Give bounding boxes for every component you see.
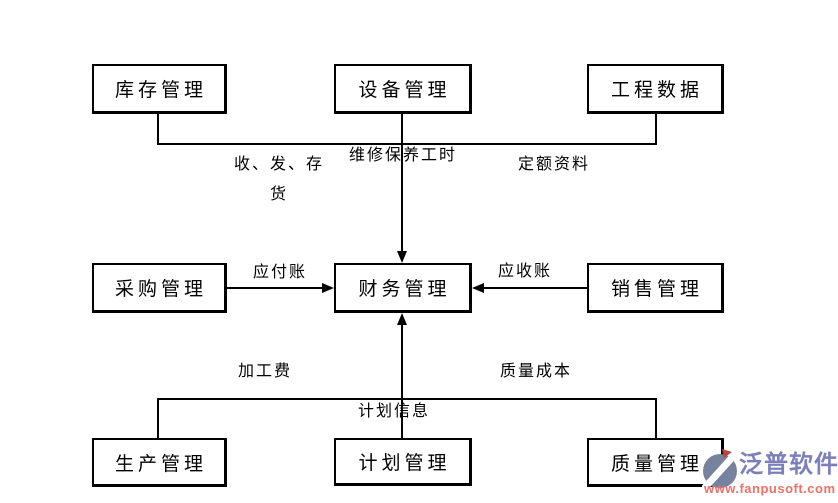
vendor-watermark: 泛普软件 www.fanpusoft.com [700, 447, 838, 501]
node-inventory-management: 库存管理 [92, 64, 227, 114]
arrowhead-into-finance-top [397, 251, 407, 263]
arrowhead-into-finance-right [472, 283, 484, 293]
edge-label-inventory-flow: 收、发、存货 [233, 156, 324, 203]
node-planning-management: 计划管理 [334, 438, 472, 486]
edge-label-maintenance-hours: 维修保养工时 [349, 147, 458, 164]
node-procurement-management: 采购管理 [92, 263, 227, 313]
vendor-brand-text: 泛普软件 [739, 451, 838, 478]
edge-label-quality-cost: 质量成本 [500, 363, 573, 380]
arrowhead-into-finance-left [322, 283, 334, 293]
node-sales-management: 销售管理 [587, 263, 724, 313]
node-production-management: 生产管理 [92, 438, 227, 487]
edge-label-quota-data: 定额资料 [518, 156, 591, 173]
arrowhead-into-finance-bottom [397, 313, 407, 325]
fanpu-logo-icon [702, 449, 740, 491]
edge-label-accounts-payable: 应付账 [253, 264, 308, 281]
edge-label-planning-info: 计划信息 [358, 403, 431, 420]
node-engineering-data: 工程数据 [587, 64, 724, 114]
node-equipment-management: 设备管理 [334, 64, 472, 114]
edge-label-accounts-receivable: 应收账 [498, 263, 553, 280]
edge-label-processing-fee: 加工费 [238, 363, 293, 380]
bottom-bus-line [157, 398, 657, 438]
vendor-url-text: www.fanpusoft.com [704, 481, 836, 496]
top-bus-line [157, 113, 657, 145]
node-finance-management: 财务管理 [334, 263, 472, 313]
